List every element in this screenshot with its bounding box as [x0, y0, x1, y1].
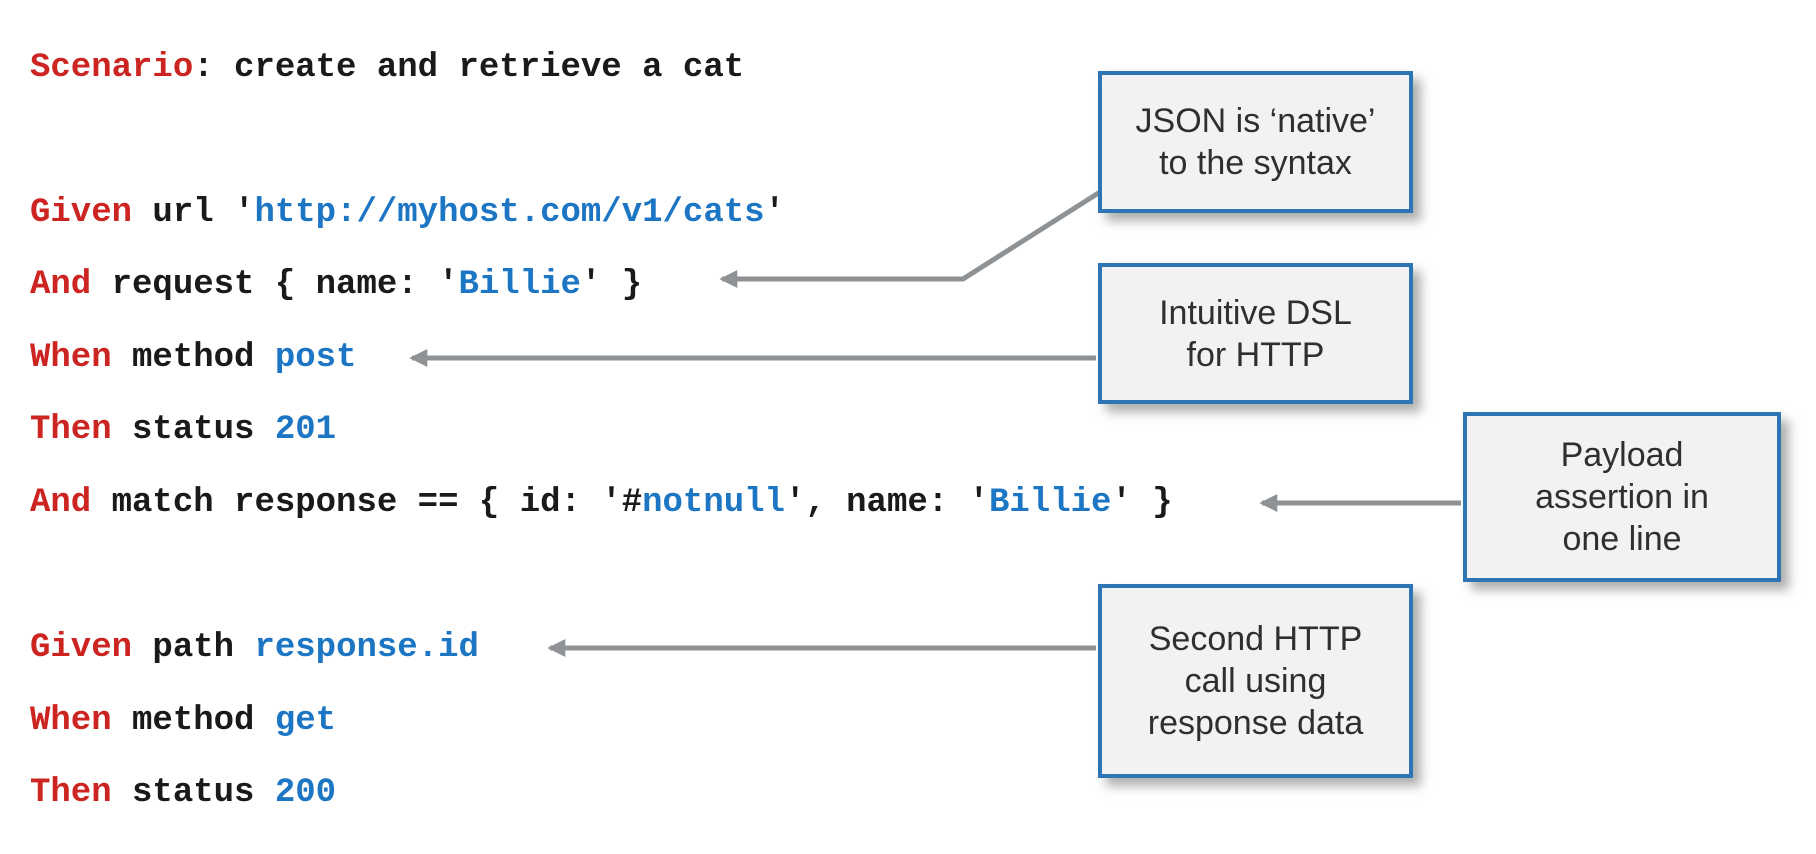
- code-token: 201: [274, 411, 337, 449]
- callout-json-native: JSON is ‘native’ to the syntax: [1098, 71, 1413, 213]
- code-token: ' }: [580, 266, 643, 304]
- code-token: method: [111, 339, 275, 377]
- code-line-and-match: And match response == { id: '#notnull', …: [30, 479, 1173, 527]
- code-token: ': [764, 194, 785, 232]
- code-line-and-request: And request { name: 'Billie' }: [30, 261, 642, 309]
- callout-second-http-call: Second HTTP call using response data: [1098, 584, 1413, 778]
- code-token: ', name: ': [784, 484, 989, 522]
- code-line-given-url: Given url 'http://myhost.com/v1/cats': [30, 189, 785, 237]
- code-token: url ': [132, 194, 255, 232]
- code-token: And: [30, 266, 92, 304]
- code-token: When: [30, 339, 112, 377]
- callout-second-http-call-text: Second HTTP call using response data: [1147, 620, 1364, 742]
- code-token: get: [274, 702, 337, 740]
- code-token: method: [111, 702, 275, 740]
- code-token: Scenario: [30, 49, 194, 87]
- code-token: notnull: [642, 484, 785, 522]
- code-token: Given: [30, 629, 133, 667]
- callout-payload-assertion-text: Payload assertion in one line: [1535, 436, 1709, 558]
- callout-intuitive-dsl: Intuitive DSL for HTTP: [1098, 263, 1413, 404]
- code-token: match response == { id: '#: [91, 484, 643, 522]
- code-token: status: [111, 411, 275, 449]
- code-token: Billie: [988, 484, 1112, 522]
- code-token: Then: [30, 774, 112, 812]
- callout-payload-assertion: Payload assertion in one line: [1463, 412, 1781, 582]
- callout-json-native-text: JSON is ‘native’ to the syntax: [1135, 102, 1376, 182]
- code-line-when-get: When method get: [30, 697, 336, 745]
- code-token: response.id: [254, 629, 479, 667]
- code-token: ' }: [1111, 484, 1173, 522]
- code-token: Then: [30, 411, 112, 449]
- code-token: 200: [274, 774, 337, 812]
- code-token: When: [30, 702, 112, 740]
- code-token: : create and retrieve a cat: [193, 49, 745, 87]
- code-line-then-200: Then status 200: [30, 769, 336, 817]
- code-token: request { name: ': [91, 266, 459, 304]
- code-token: path: [132, 629, 255, 667]
- code-line-when-post: When method post: [30, 334, 356, 382]
- code-token: Given: [30, 194, 133, 232]
- code-line-scenario: Scenario: create and retrieve a cat: [30, 44, 744, 92]
- code-line-given-path: Given path response.id: [30, 624, 479, 672]
- code-token: status: [111, 774, 275, 812]
- code-line-then-201: Then status 201: [30, 406, 336, 454]
- callout-intuitive-dsl-text: Intuitive DSL for HTTP: [1159, 293, 1352, 374]
- code-token: http://myhost.com/v1/cats: [254, 194, 765, 232]
- code-token: Billie: [458, 266, 581, 304]
- code-token: post: [274, 339, 357, 377]
- code-token: And: [30, 484, 92, 522]
